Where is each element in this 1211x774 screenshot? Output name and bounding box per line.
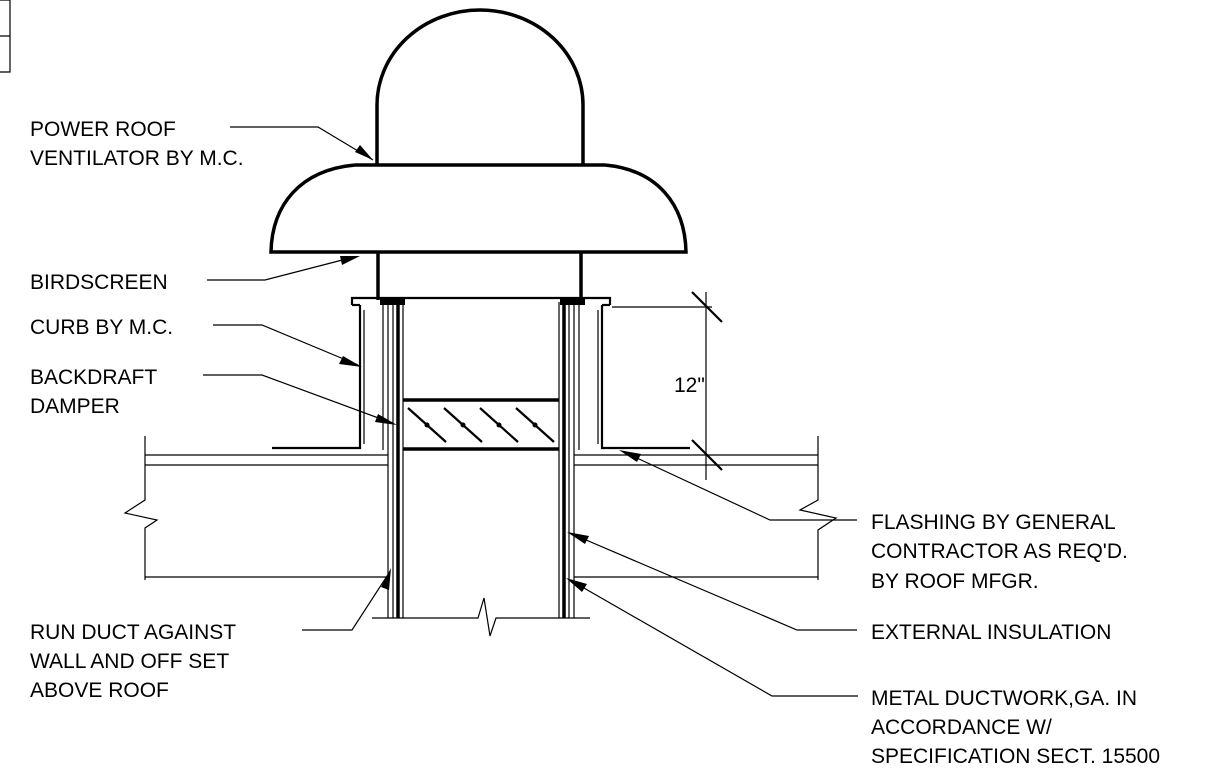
curb-cap bbox=[350, 296, 612, 307]
run-duct-label-1: RUN DUCT AGAINST bbox=[30, 621, 236, 644]
backdraft-damper-label-2: DAMPER bbox=[30, 395, 120, 418]
roof-deck bbox=[145, 454, 818, 578]
roof-break-left bbox=[123, 436, 159, 580]
power-roof-ventilator-label-1: POWER ROOF bbox=[30, 118, 176, 141]
metal-ductwork-label-2: ACCORDANCE W/ bbox=[871, 716, 1052, 739]
backdraft-damper-label-1: BACKDRAFT bbox=[30, 366, 157, 389]
roof-break-right bbox=[798, 436, 838, 580]
curb-height-dimension-label: 12" bbox=[674, 374, 705, 397]
curb-height-dimension bbox=[612, 291, 723, 480]
flashing-label-2: CONTRACTOR AS REQ'D. bbox=[871, 540, 1128, 563]
title-block-fragment bbox=[0, 0, 11, 73]
duct-wall-right bbox=[558, 302, 575, 618]
duct-break-line bbox=[372, 597, 590, 637]
power-roof-ventilator-label-2: VENTILATOR BY M.C. bbox=[30, 147, 244, 170]
run-duct-label-3: ABOVE ROOF bbox=[30, 679, 169, 702]
backdraft-damper bbox=[403, 398, 559, 451]
leader-lines bbox=[203, 126, 858, 697]
metal-ductwork-label-3: SPECIFICATION SECT. 15500 bbox=[871, 745, 1160, 768]
birdscreen-label: BIRDSCREEN bbox=[30, 271, 168, 294]
fan-dome bbox=[375, 8, 585, 165]
run-duct-label-2: WALL AND OFF SET bbox=[30, 650, 229, 673]
curb-label: CURB BY M.C. bbox=[30, 316, 173, 339]
metal-ductwork-label-1: METAL DUCTWORK,GA. IN bbox=[871, 687, 1137, 710]
flashing-label-3: BY ROOF MFGR. bbox=[871, 570, 1039, 593]
external-insulation-label: EXTERNAL INSULATION bbox=[871, 621, 1111, 644]
fan-hood bbox=[269, 163, 688, 254]
curb-left bbox=[272, 305, 384, 450]
curb-right bbox=[578, 305, 690, 450]
duct-wall-left bbox=[387, 302, 404, 618]
birdscreen-section bbox=[376, 252, 583, 300]
flashing-label-1: FLASHING BY GENERAL bbox=[871, 511, 1116, 534]
